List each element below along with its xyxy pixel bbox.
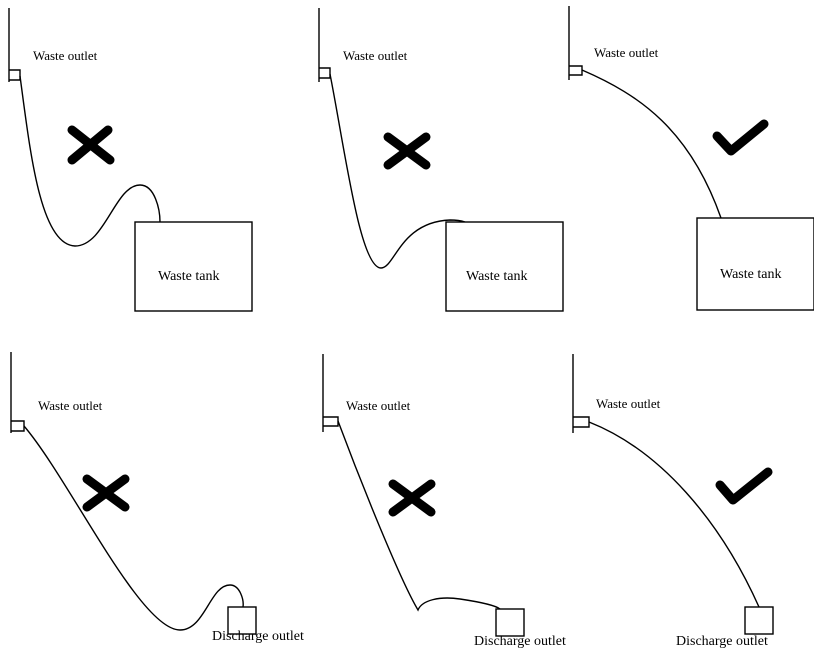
drain-hose (19, 75, 161, 247)
waste-outlet-fitting (10, 352, 25, 433)
drain-hose (337, 420, 501, 612)
waste-outlet-fitting (568, 6, 583, 80)
outlet-label: Waste outlet (33, 48, 98, 63)
target-label: Waste tank (158, 269, 219, 284)
waste-outlet-fitting (322, 354, 339, 432)
drain-hose (581, 69, 722, 219)
outlet-label: Waste outlet (343, 48, 408, 63)
outlet-label: Waste outlet (596, 396, 661, 411)
waste-tank (134, 221, 253, 312)
checkmark-icon (712, 119, 769, 156)
drain-hose (23, 425, 244, 631)
panel-tank-wavy: Waste outlet Waste tank (8, 8, 253, 312)
waste-outlet-fitting (572, 354, 590, 433)
target-label: Discharge outlet (676, 634, 768, 649)
target-label: Waste tank (720, 267, 781, 282)
panel-discharge-correct: Waste outlet Discharge outlet (572, 354, 774, 649)
panel-tank-dip: Waste outlet Waste tank (318, 8, 564, 312)
target-label: Waste tank (466, 269, 527, 284)
target-label: Discharge outlet (474, 634, 566, 649)
discharge-outlet-box (227, 606, 257, 635)
target-label: Discharge outlet (212, 629, 304, 644)
waste-outlet-fitting (8, 8, 21, 82)
cross-icon (82, 474, 130, 512)
cross-icon (67, 125, 115, 165)
cross-icon (388, 479, 436, 517)
panel-discharge-wavy: Waste outlet Discharge outlet (10, 352, 304, 644)
drain-hose (329, 73, 466, 269)
waste-tank (696, 217, 814, 311)
outlet-label: Waste outlet (38, 398, 103, 413)
outlet-label: Waste outlet (594, 45, 659, 60)
discharge-outlet-box (495, 608, 525, 637)
outlet-label: Waste outlet (346, 398, 411, 413)
panel-discharge-dip: Waste outlet Discharge outlet (322, 354, 566, 649)
panel-tank-correct: Waste outlet Waste tank (568, 6, 814, 311)
checkmark-icon (715, 467, 773, 505)
cross-icon (383, 132, 431, 170)
waste-tank (445, 221, 564, 312)
waste-outlet-fitting (318, 8, 331, 82)
discharge-outlet-box (744, 606, 774, 635)
drain-hose (588, 421, 760, 608)
